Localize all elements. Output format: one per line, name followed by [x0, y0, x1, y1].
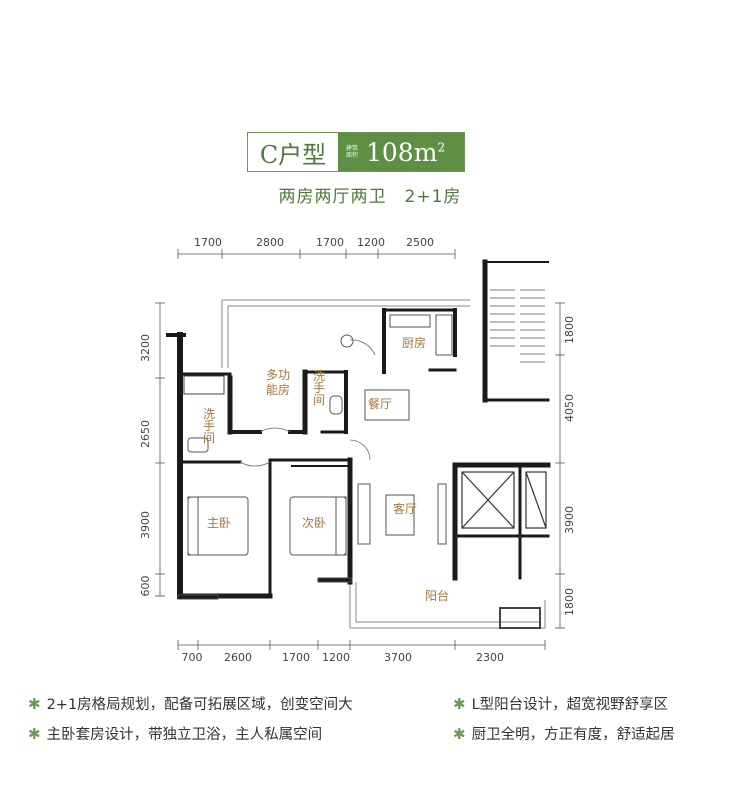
- feature-item: ✱厨卫全明，方正有度，舒适起居: [453, 725, 675, 743]
- room-second: 次卧: [302, 516, 326, 530]
- left-dimensions: [155, 302, 165, 597]
- dim-top-4: 1200: [357, 236, 385, 249]
- feature-item: ✱L型阳台设计，超宽视野舒享区: [453, 695, 669, 713]
- right-dimensions: [555, 302, 565, 629]
- dim-bottom-6: 2300: [476, 651, 504, 664]
- area-caption: 建筑面积: [346, 145, 359, 159]
- unit-type-label: C户型: [248, 133, 338, 171]
- dim-left-3: 3900: [139, 511, 152, 539]
- room-bath-b-1: 洗: [313, 369, 325, 383]
- dim-bottom-3: 1700: [282, 651, 310, 664]
- bullet-star-icon: ✱: [453, 695, 466, 713]
- bullet-star-icon: ✱: [28, 725, 41, 743]
- room-multi-line1: 多功: [266, 368, 290, 382]
- room-bath-a-2: 手: [203, 419, 215, 433]
- feature-item: ✱2+1房格局规划，配备可拓展区域，创变空间大: [28, 695, 353, 713]
- dim-top-2: 2800: [256, 236, 284, 249]
- room-kitchen: 厨房: [402, 335, 426, 350]
- dim-top-3: 1700: [316, 236, 344, 249]
- room-balcony: 阳台: [425, 588, 449, 603]
- dim-left-4: 600: [139, 576, 152, 597]
- layout-subtitle: 两房两厅两卫 2+1房: [278, 187, 462, 207]
- dim-bottom-2: 2600: [224, 651, 252, 664]
- terrace-outline: [221, 299, 546, 629]
- room-living: 客厅: [393, 501, 417, 516]
- stair: [490, 289, 545, 363]
- unit-type-banner: C户型 建筑面积 108m2: [247, 132, 465, 172]
- feature-item: ✱主卧套房设计，带独立卫浴，主人私属空间: [28, 725, 323, 743]
- bullet-star-icon: ✱: [453, 725, 466, 743]
- dim-right-1: 1800: [563, 316, 576, 344]
- dim-left-1: 3200: [139, 334, 152, 362]
- area-value: 108m2: [366, 137, 446, 167]
- area-badge: 建筑面积 108m2: [338, 133, 464, 171]
- doors: [239, 339, 376, 467]
- windows: [177, 375, 541, 629]
- elevators: [461, 471, 547, 529]
- room-multi-line2: 能房: [266, 382, 290, 397]
- bottom-dimensions: [177, 640, 546, 650]
- room-bath-b-3: 间: [313, 393, 325, 407]
- dim-right-2: 4050: [563, 394, 576, 422]
- dim-left-2: 2650: [139, 420, 152, 448]
- room-dining: 餐厅: [368, 396, 392, 411]
- room-master: 主卧: [207, 516, 231, 530]
- top-dimensions: [177, 249, 456, 259]
- dim-bottom-4: 1200: [322, 651, 350, 664]
- dim-top-1: 1700: [194, 236, 222, 249]
- walls: [166, 259, 551, 599]
- room-bath-b-2: 手: [313, 381, 325, 395]
- dim-bottom-5: 3700: [384, 651, 412, 664]
- room-bath-a-3: 间: [203, 431, 215, 445]
- furniture: [187, 314, 453, 556]
- bullet-star-icon: ✱: [28, 695, 41, 713]
- room-bath-a-1: 洗: [203, 407, 215, 421]
- dim-top-5: 2500: [406, 236, 434, 249]
- dim-right-4: 1800: [563, 588, 576, 616]
- dim-bottom-1: 700: [182, 651, 203, 664]
- dim-right-3: 3900: [563, 506, 576, 534]
